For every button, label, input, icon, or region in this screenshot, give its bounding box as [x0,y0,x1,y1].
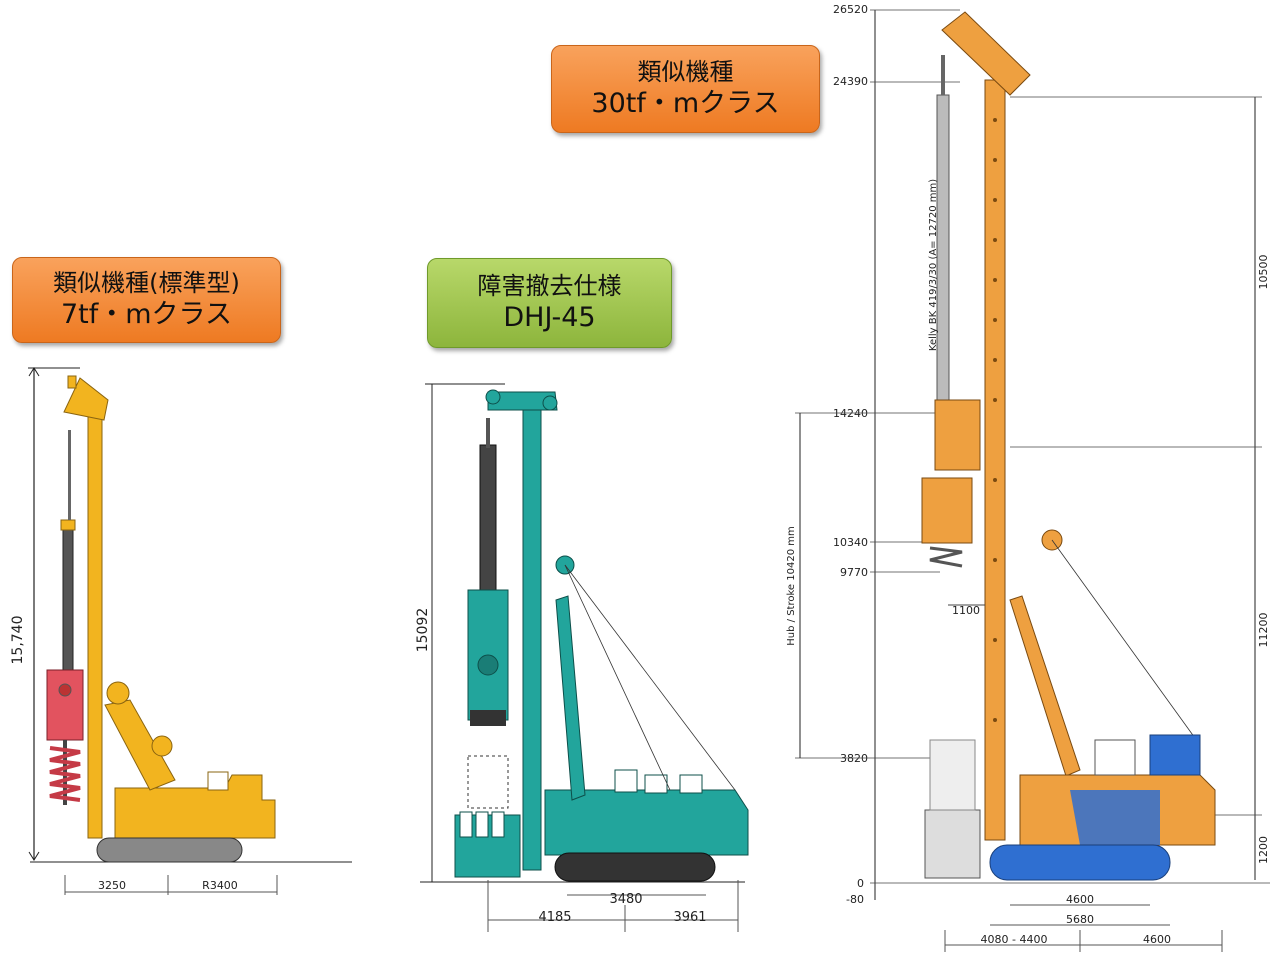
right-dim-11200: 11200 [1257,613,1270,648]
mid-dim-a: 3480 [609,892,642,907]
label-left-line2: 7tf・mクラス [60,299,233,331]
offset-dim: 1100 [952,604,980,617]
bottom-dim-4600a: 4600 [1066,893,1094,906]
label-right-line2: 30tf・mクラス [591,88,780,120]
bottom-dim-4600b: 4600 [1143,933,1171,946]
label-right-line1: 類似機種 [637,58,734,87]
right-machine: 26520 24390 14240 10340 9770 3820 0 -80 … [786,3,1270,952]
level-10340: 10340 [833,536,868,549]
left-dim-a: 3250 [98,879,126,892]
label-mid-line1: 障害撤去仕様 [477,272,622,301]
level-neg80: -80 [846,893,864,906]
mid-dim-c: 3961 [673,910,706,925]
label-left-line1: 類似機種(標準型) [53,269,240,298]
label-mid: 障害撤去仕様 DHJ-45 [427,258,672,348]
left-dim-b: R3400 [202,879,238,892]
level-9770: 9770 [840,566,868,579]
left-height-label: 15,740 [10,616,26,665]
label-mid-line2: DHJ-45 [503,302,596,334]
mid-dim-b: 4185 [538,910,571,925]
label-left: 類似機種(標準型) 7tf・mクラス [12,257,281,343]
mid-height-label: 15092 [415,608,431,653]
left-machine: 15,740 3250 R3400 [10,367,352,895]
bottom-dim-5680: 5680 [1066,913,1094,926]
right-dim-1200: 1200 [1257,836,1270,864]
middle-machine: 15092 3480 4185 [415,383,749,932]
label-right: 類似機種 30tf・mクラス [551,45,820,133]
level-24390: 24390 [833,75,868,88]
kelly-label: Kelly BK 419/3/30 (A= 12720 mm) [928,179,939,351]
stroke-label: Hub / Stroke 10420 mm [786,526,797,645]
level-26520: 26520 [833,3,868,16]
bottom-dim-4080-4400: 4080 - 4400 [981,933,1048,946]
level-14240: 14240 [833,407,868,420]
level-0: 0 [857,877,864,890]
level-3820: 3820 [840,752,868,765]
right-dim-10500: 10500 [1257,255,1270,290]
